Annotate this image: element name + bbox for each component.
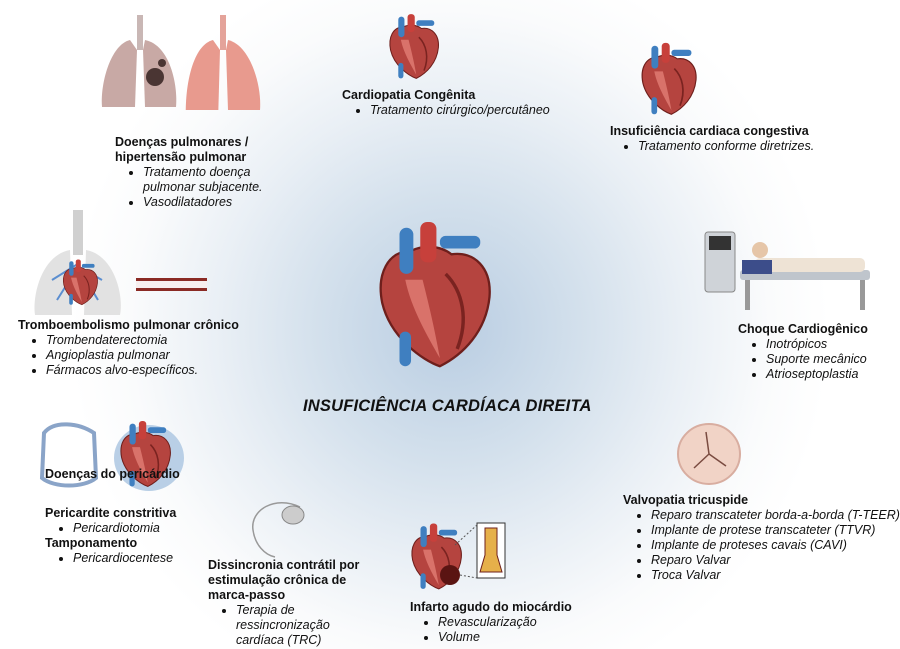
list-item: Atrioseptoplastia [766, 367, 868, 382]
list-item: Fármacos alvo-específicos. [46, 363, 239, 378]
list-item: Tratamento conforme diretrizes. [638, 139, 814, 154]
pacemaker-icon [252, 502, 305, 558]
subheading: Tamponamento [45, 536, 138, 550]
section-heading: Infarto agudo do miocárdio [410, 600, 572, 614]
list-item: Tratamento cirúrgico/percutâneo [370, 103, 550, 118]
section-heading: Choque Cardiogênico [738, 322, 868, 336]
section-tricuspid: Valvopatia tricuspide Reparo transcatete… [623, 493, 900, 583]
list-item: Suporte mecânico [766, 352, 868, 367]
section-dyssynchrony: Dissincronia contrátil por estimulação c… [208, 558, 359, 648]
section-chf: Insuficiência cardiaca congestiva Tratam… [610, 124, 814, 154]
heart-illustration-center [378, 222, 492, 368]
list-item: Angioplastia pulmonar [46, 348, 239, 363]
heart-congenital-icon [389, 13, 440, 80]
list-item: Reparo Valvar [651, 553, 900, 568]
section-heading: hipertensão pulmonar [115, 150, 247, 164]
list-item: Implante de protese transcateter (TTVR) [651, 523, 900, 538]
section-heading: Dissincronia contrátil por [208, 558, 360, 572]
infarct-heart-icon [411, 522, 506, 590]
section-cardiogenic-shock: Choque Cardiogênico InotrópicosSuporte m… [738, 322, 868, 382]
pericardium-icon [39, 420, 184, 491]
list-item: Troca Valvar [651, 568, 900, 583]
lungs-icon [101, 15, 261, 110]
list-item: Implante de proteses cavais (CAVI) [651, 538, 900, 553]
section-congenital: Cardiopatia Congênita Tratamento cirúrgi… [342, 88, 550, 118]
list-item: Tratamento doença pulmonar subjacente. [143, 165, 285, 195]
tricuspid-valve-icon [677, 423, 741, 485]
list-item: Reparo transcateter borda-a-borda (T-TEE… [651, 508, 900, 523]
section-pulmonary: Doenças pulmonares / hipertensão pulmona… [115, 135, 285, 210]
list-item: Trombendaterectomia [46, 333, 239, 348]
section-heading: Doenças do pericárdio [45, 467, 180, 481]
section-heading: Doenças pulmonares / [115, 135, 249, 149]
heart-congestive-icon [641, 42, 697, 116]
list-item: Inotrópicos [766, 337, 868, 352]
list-item: Volume [438, 630, 572, 645]
section-pericardium: Doenças do pericárdio Pericardite constr… [45, 467, 180, 566]
section-cteph: Tromboembolismo pulmonar crônico Tromben… [18, 318, 239, 378]
list-item: Pericardiotomia [73, 521, 180, 536]
subheading: Pericardite constritiva [45, 506, 177, 520]
list-item: Revascularização [438, 615, 572, 630]
section-myocardial-infarction: Infarto agudo do miocárdio Revasculariza… [410, 600, 572, 645]
section-heading: marca-passo [208, 588, 286, 602]
list-item: Vasodilatadores [143, 195, 285, 210]
list-item: Terapia de ressincronização cardíaca (TR… [236, 603, 348, 648]
main-title: INSUFICIÊNCIA CARDÍACA DIREITA [303, 397, 592, 415]
section-heading: Cardiopatia Congênita [342, 88, 476, 102]
hospital-bed-icon [704, 231, 870, 310]
section-heading: Valvopatia tricuspide [623, 493, 749, 507]
section-heading: Tromboembolismo pulmonar crônico [18, 318, 239, 332]
list-item: Pericardiocentese [73, 551, 180, 566]
section-heading: estimulação crônica de [208, 573, 347, 587]
section-heading: Insuficiência cardiaca congestiva [610, 124, 809, 138]
lungs-heart-icon [34, 210, 207, 315]
